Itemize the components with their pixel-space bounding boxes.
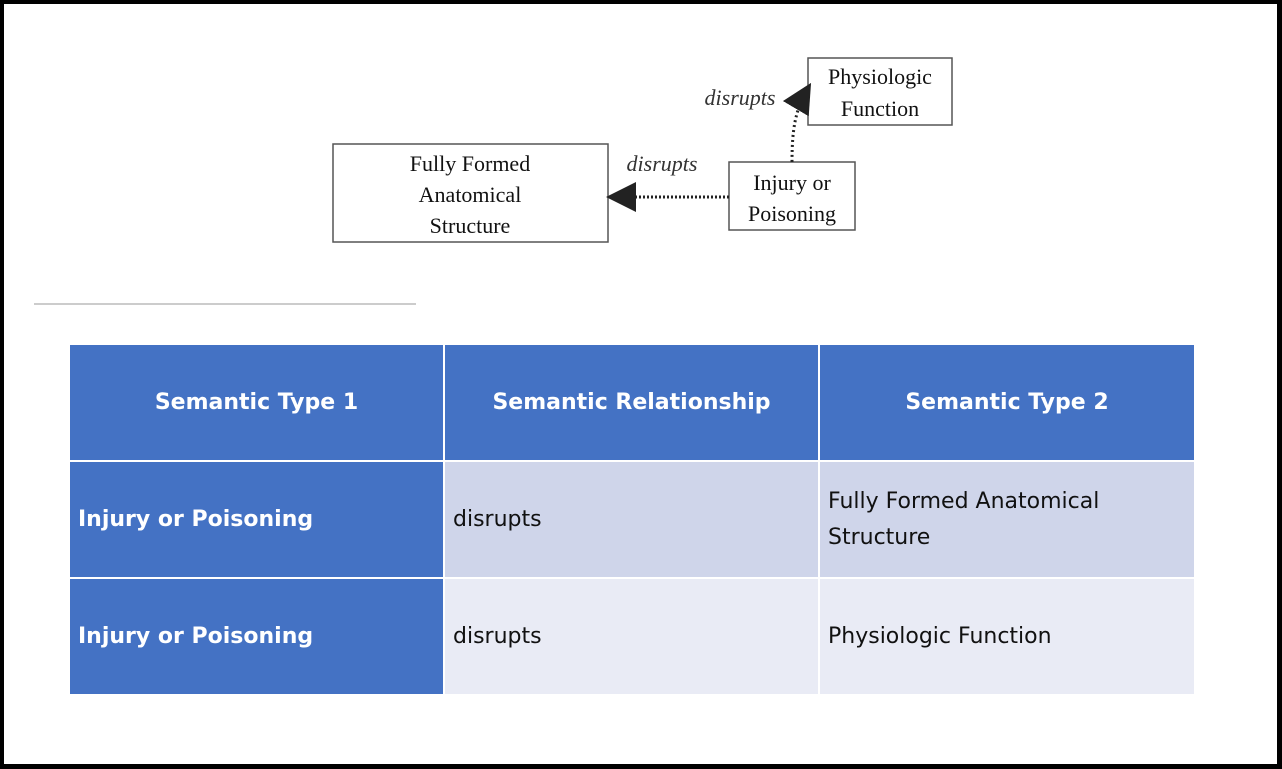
table-header-row: Semantic Type 1 Semantic Relationship Se… [68, 343, 1196, 462]
cell-relationship: disrupts [443, 577, 820, 696]
cell-type-2: Physiologic Function [818, 577, 1196, 696]
node-physiologic-line-1: Physiologic [828, 64, 932, 89]
node-anatomical-structure: Fully Formed Anatomical Structure [332, 143, 609, 243]
node-physiologic-function: Physiologic Function [807, 57, 953, 126]
cell-type-1: Injury or Poisoning [68, 577, 445, 696]
edge-label-disrupts-1: disrupts [627, 151, 698, 176]
node-anatomical-line-2: Anatomical [419, 182, 522, 207]
node-injury-line-1: Injury or [753, 170, 831, 195]
node-anatomical-line-3: Structure [430, 213, 511, 238]
cell-relationship: disrupts [443, 460, 820, 579]
header-semantic-type-1: Semantic Type 1 [68, 343, 445, 462]
node-anatomical-line-1: Fully Formed [410, 151, 530, 176]
semantic-diagram: Fully Formed Anatomical Structure Injury… [34, 57, 953, 305]
node-injury-line-2: Poisoning [748, 201, 836, 226]
table-row: Injury or Poisoning disrupts Fully Forme… [68, 460, 1196, 579]
semantic-relationship-table: Semantic Type 1 Semantic Relationship Se… [68, 343, 1196, 696]
cell-type-1: Injury or Poisoning [68, 460, 445, 579]
edge-label-disrupts-2: disrupts [705, 85, 776, 110]
header-semantic-relationship: Semantic Relationship [443, 343, 820, 462]
edge-injury-to-physiologic: disrupts [705, 82, 812, 163]
header-semantic-type-2: Semantic Type 2 [818, 343, 1196, 462]
node-injury-poisoning: Injury or Poisoning [728, 161, 856, 231]
node-physiologic-line-2: Function [841, 96, 919, 121]
cell-type-2: Fully Formed Anatomical Structure [818, 460, 1196, 579]
table-row: Injury or Poisoning disrupts Physiologic… [68, 577, 1196, 696]
edge-injury-to-anatomical: disrupts [606, 151, 729, 212]
